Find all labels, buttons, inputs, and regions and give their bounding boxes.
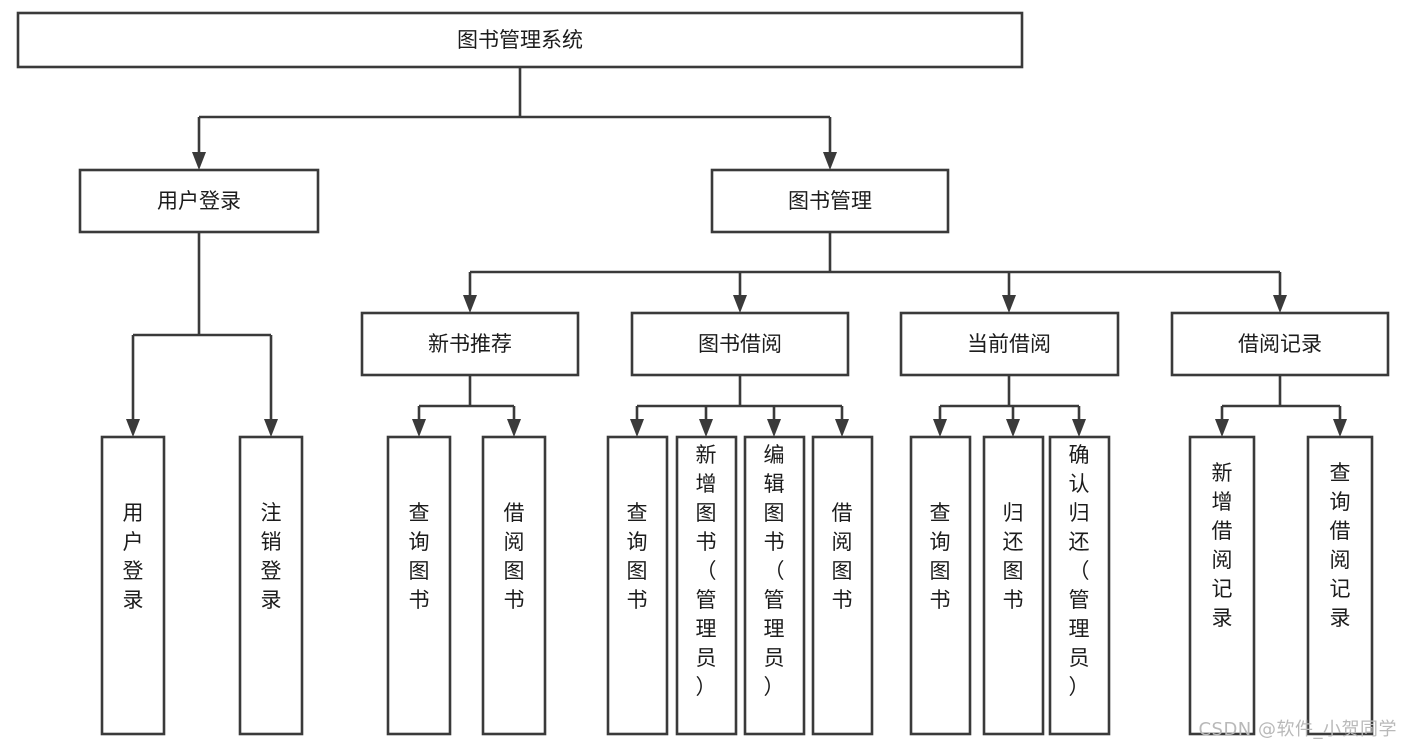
node-leaf-query-book-3-rect[interactable] (909, 435, 972, 736)
node-borrow-record-rect[interactable] (1170, 311, 1390, 377)
node-current-borrow[interactable]: 当前借阅 (899, 311, 1120, 377)
arrow-user-login-leaf-2 (264, 419, 278, 437)
node-leaf-query-record-rect[interactable] (1306, 435, 1374, 736)
node-book-manage-rect[interactable] (710, 168, 950, 234)
node-leaf-return-book[interactable]: 归还图书 (982, 435, 1045, 736)
node-leaf-edit-book-rect[interactable] (743, 435, 806, 736)
arrow-newbook-leaf-2 (507, 419, 521, 437)
node-current-borrow-label: 当前借阅 (967, 332, 1051, 356)
csdn-watermark: CSDN @软件_小贺同学 (1198, 719, 1397, 740)
arrow-bookborrow-leaf-3 (767, 419, 781, 437)
arrow-bm-borrow-record (1273, 295, 1287, 313)
nodes-layer: 图书管理系统 用户登录 图书管理 新书推荐 图书借阅 (16, 11, 1390, 736)
node-root-label: 图书管理系统 (457, 28, 583, 52)
node-current-borrow-rect[interactable] (899, 311, 1120, 377)
node-leaf-query-book-3[interactable]: 查询图书 (909, 435, 972, 736)
arrow-bm-current-borrow (1002, 295, 1016, 313)
node-leaf-borrow-book-2[interactable]: 借阅图书 (811, 435, 874, 736)
node-root[interactable]: 图书管理系统 (16, 11, 1024, 69)
node-leaf-return-book-label: 归还图书 (1003, 501, 1024, 612)
node-leaf-query-book-1[interactable]: 查询图书 (386, 435, 452, 736)
node-user-login-label: 用户登录 (157, 189, 241, 213)
node-leaf-confirm-return[interactable]: 确认归还（管理员） (1048, 435, 1111, 736)
node-leaf-query-book-2-rect[interactable] (606, 435, 669, 736)
node-book-borrow-rect[interactable] (630, 311, 850, 377)
node-leaf-add-book[interactable]: 新增图书（管理员） (675, 435, 738, 736)
node-leaf-user-login-label: 用户登录 (123, 501, 144, 612)
node-leaf-user-login[interactable]: 用户登录 (100, 435, 166, 736)
node-leaf-borrow-book-1[interactable]: 借阅图书 (481, 435, 547, 736)
node-leaf-user-logout-rect[interactable] (238, 435, 304, 736)
node-new-book-recommend[interactable]: 新书推荐 (360, 311, 580, 377)
arrow-bookborrow-leaf-2 (699, 419, 713, 437)
node-leaf-query-book-3-label: 查询图书 (930, 501, 951, 612)
node-book-manage[interactable]: 图书管理 (710, 168, 950, 234)
edges-layer (126, 67, 1347, 437)
node-leaf-borrow-book-1-rect[interactable] (481, 435, 547, 736)
arrow-borrowrecord-leaf-2 (1333, 419, 1347, 437)
arrow-bookborrow-leaf-4 (835, 419, 849, 437)
node-leaf-user-logout[interactable]: 注销登录 (238, 435, 304, 736)
node-borrow-record[interactable]: 借阅记录 (1170, 311, 1390, 377)
arrow-currentborrow-leaf-3 (1072, 419, 1086, 437)
node-new-book-recommend-rect[interactable] (360, 311, 580, 377)
node-user-login-rect[interactable] (78, 168, 320, 234)
node-leaf-query-record-label: 查询借阅记录 (1330, 461, 1351, 630)
node-book-manage-label: 图书管理 (788, 189, 872, 213)
arrow-currentborrow-leaf-1 (933, 419, 947, 437)
node-new-book-recommend-label: 新书推荐 (428, 332, 512, 356)
node-book-borrow-label: 图书借阅 (698, 332, 782, 356)
node-book-borrow[interactable]: 图书借阅 (630, 311, 850, 377)
node-leaf-query-book-1-label: 查询图书 (409, 501, 430, 612)
node-leaf-borrow-book-2-rect[interactable] (811, 435, 874, 736)
arrow-root-to-book-manage (823, 152, 837, 170)
node-leaf-borrow-book-2-label: 借阅图书 (832, 501, 853, 612)
node-leaf-confirm-return-label: 确认归还（管理员） (1069, 443, 1090, 699)
node-leaf-add-record-label: 新增借阅记录 (1212, 461, 1233, 630)
node-leaf-edit-book[interactable]: 编辑图书（管理员） (743, 435, 806, 736)
node-leaf-query-record[interactable]: 查询借阅记录 (1306, 435, 1374, 736)
node-borrow-record-label: 借阅记录 (1238, 332, 1322, 356)
node-leaf-user-login-rect[interactable] (100, 435, 166, 736)
arrow-bookborrow-leaf-1 (630, 419, 644, 437)
node-leaf-add-book-rect[interactable] (675, 435, 738, 736)
node-leaf-query-book-2-label: 查询图书 (627, 501, 648, 612)
node-root-rect[interactable] (16, 11, 1024, 69)
node-leaf-add-book-label: 新增图书（管理员） (696, 443, 717, 699)
node-leaf-add-record-rect[interactable] (1188, 435, 1256, 736)
node-leaf-query-book-2[interactable]: 查询图书 (606, 435, 669, 736)
node-leaf-edit-book-label: 编辑图书（管理员） (764, 443, 785, 699)
node-leaf-query-book-1-rect[interactable] (386, 435, 452, 736)
arrow-bm-book-borrow (733, 295, 747, 313)
arrow-borrowrecord-leaf-1 (1215, 419, 1229, 437)
node-leaf-return-book-rect[interactable] (982, 435, 1045, 736)
arrow-newbook-leaf-1 (412, 419, 426, 437)
arrow-user-login-leaf-1 (126, 419, 140, 437)
arrow-bm-new-book (463, 295, 477, 313)
node-user-login[interactable]: 用户登录 (78, 168, 320, 234)
node-leaf-confirm-return-rect[interactable] (1048, 435, 1111, 736)
node-leaf-user-logout-label: 注销登录 (261, 501, 282, 612)
arrow-root-to-user-login (192, 152, 206, 170)
arrow-currentborrow-leaf-2 (1006, 419, 1020, 437)
node-leaf-borrow-book-1-label: 借阅图书 (504, 501, 525, 612)
node-leaf-add-record[interactable]: 新增借阅记录 (1188, 435, 1256, 736)
